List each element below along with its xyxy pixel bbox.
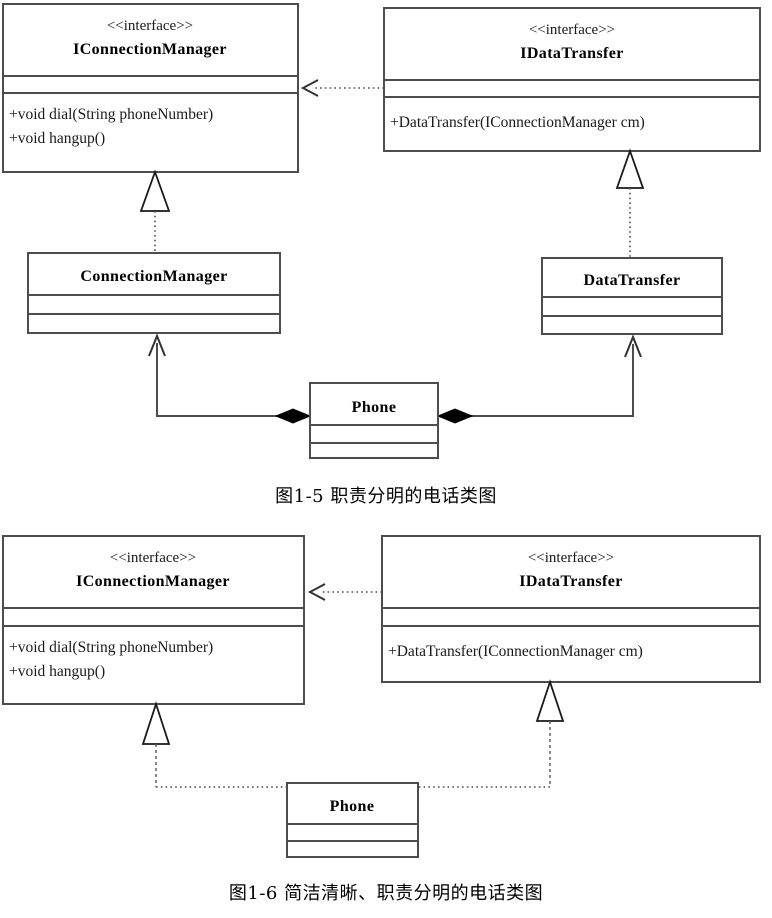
relationship-realization-phone-to-idatatransfer bbox=[418, 679, 565, 788]
class-operation: +void hangup() bbox=[9, 130, 105, 147]
class-box-idatatransfer[interactable]: <<interface>> IDataTransfer +DataTransfe… bbox=[383, 7, 761, 152]
hollow-triangle-icon bbox=[535, 679, 565, 722]
hollow-triangle-icon bbox=[139, 169, 171, 212]
class-stereotype: <<interface>> bbox=[529, 22, 615, 38]
class-box-phone[interactable]: Phone bbox=[286, 782, 419, 858]
class-stereotype: <<interface>> bbox=[110, 550, 196, 566]
relationship-realization-phone-to-iconnectionmanager bbox=[141, 701, 287, 788]
class-name: Phone bbox=[330, 798, 375, 815]
class-name: IDataTransfer bbox=[519, 573, 623, 590]
hollow-triangle-icon bbox=[615, 148, 645, 189]
class-box-phone[interactable]: Phone bbox=[309, 382, 439, 459]
open-arrowhead-icon bbox=[624, 334, 642, 358]
class-operation: +void dial(String phoneNumber) bbox=[9, 106, 213, 123]
class-box-datatransfer[interactable]: DataTransfer bbox=[541, 257, 723, 335]
class-box-idatatransfer[interactable]: <<interface>> IDataTransfer +DataTransfe… bbox=[381, 535, 761, 683]
relationship-dependency-idatatransfer-to-iconnectionmanager bbox=[300, 79, 384, 97]
class-stereotype: <<interface>> bbox=[528, 550, 614, 566]
class-box-outline bbox=[309, 382, 439, 459]
class-name: ConnectionManager bbox=[80, 268, 227, 285]
class-box-outline bbox=[286, 782, 419, 858]
filled-diamond-icon bbox=[274, 408, 312, 424]
figure-1-6-canvas: <<interface>> IConnectionManager +void d… bbox=[2, 535, 761, 858]
class-box-iconnectionmanager[interactable]: <<interface>> IConnectionManager +void d… bbox=[2, 535, 305, 705]
hollow-triangle-icon bbox=[141, 701, 171, 745]
open-arrowhead-icon bbox=[307, 583, 326, 601]
class-name: IDataTransfer bbox=[520, 45, 624, 62]
figure-1-5: <<interface>> IConnectionManager +void d… bbox=[2, 3, 761, 459]
relationship-realization-datatransfer-to-idatatransfer bbox=[615, 148, 645, 258]
figure-1-6: <<interface>> IConnectionManager +void d… bbox=[0, 530, 772, 870]
class-operation: +void dial(String phoneNumber) bbox=[9, 639, 213, 656]
class-box-outline bbox=[2, 535, 305, 705]
class-operation: +void hangup() bbox=[9, 663, 105, 680]
relationship-realization-connectionmanager-to-iconnectionmanager bbox=[139, 169, 171, 253]
class-operation: +DataTransfer(IConnectionManager cm) bbox=[388, 643, 643, 660]
class-stereotype: <<interface>> bbox=[107, 18, 193, 34]
open-arrowhead-icon bbox=[148, 333, 166, 357]
class-box-iconnectionmanager[interactable]: <<interface>> IConnectionManager +void d… bbox=[2, 3, 299, 173]
class-name: IConnectionManager bbox=[76, 573, 230, 590]
class-box-outline bbox=[27, 252, 281, 334]
relationship-composition-phone-to-datatransfer bbox=[436, 334, 642, 424]
filled-diamond-icon bbox=[436, 408, 474, 424]
class-box-outline bbox=[2, 3, 299, 173]
class-name: IConnectionManager bbox=[73, 41, 227, 58]
composition-line bbox=[156, 343, 293, 417]
relationship-dependency-idatatransfer-to-iconnectionmanager bbox=[307, 583, 382, 601]
open-arrowhead-icon bbox=[300, 79, 319, 97]
figure-1-5-caption: 图1-5 职责分明的电话类图 bbox=[275, 486, 497, 507]
class-operation: +DataTransfer(IConnectionManager cm) bbox=[390, 114, 645, 131]
class-name: Phone bbox=[352, 399, 397, 416]
relationship-composition-phone-to-connectionmanager bbox=[148, 333, 312, 424]
figure-1-5-canvas: <<interface>> IConnectionManager +void d… bbox=[2, 3, 761, 459]
composition-line bbox=[455, 344, 634, 417]
class-name: DataTransfer bbox=[584, 272, 681, 289]
class-box-connectionmanager[interactable]: ConnectionManager bbox=[27, 252, 281, 334]
figure-1-6-caption: 图1-6 简洁清晰、职责分明的电话类图 bbox=[228, 883, 544, 904]
